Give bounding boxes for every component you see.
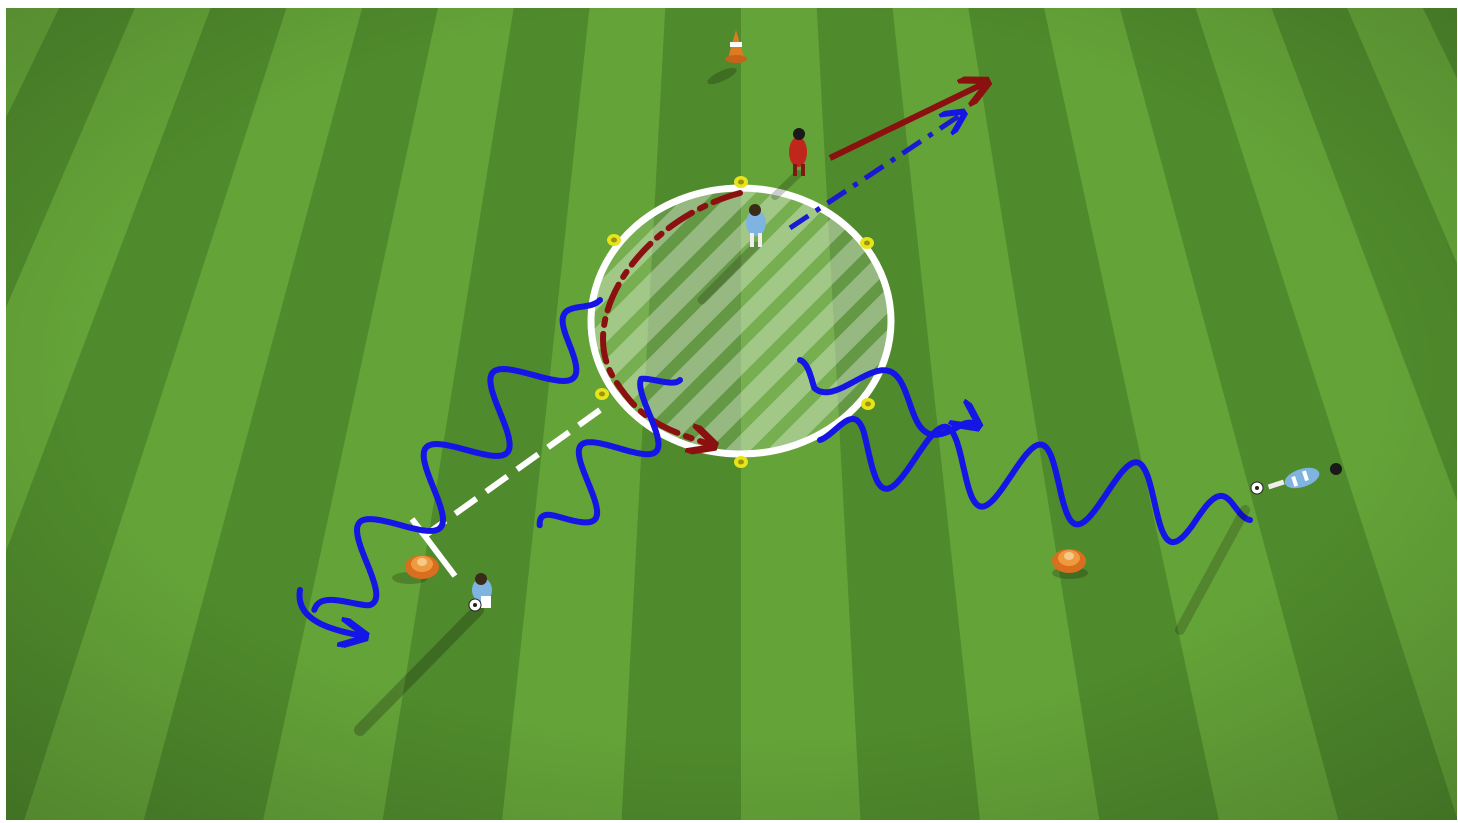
hatch-band [591, 188, 891, 454]
hatch-band [591, 188, 891, 454]
cone-right [1052, 549, 1088, 579]
grass [6, 8, 1457, 820]
dribble-left-arrow [296, 587, 363, 636]
hatch-band [591, 188, 891, 454]
hatch-band [591, 188, 891, 454]
attacker-center [697, 204, 766, 305]
hatch-band [600, 188, 891, 454]
dribble-paths [296, 297, 1253, 636]
attacker-pass-arrow [788, 114, 962, 231]
defender-run-path [600, 83, 985, 445]
marker-right [861, 398, 875, 410]
soccer-ball-icon [468, 598, 482, 612]
dribble-exit-right [797, 357, 976, 438]
hatch-band [591, 188, 891, 454]
zone-hatching [591, 188, 891, 454]
cone-left [392, 555, 439, 584]
marker-top-right [860, 237, 874, 249]
marker-top [734, 176, 748, 188]
attacker-right [1175, 463, 1342, 635]
dribble-right [817, 416, 1253, 546]
soccer-ball-icon [1250, 481, 1264, 495]
defender-top [771, 128, 807, 200]
attacker-left [354, 573, 492, 736]
dribble-left-outer [311, 297, 603, 613]
cone-top [707, 30, 747, 85]
hatch-band [591, 188, 882, 454]
zone-circle [587, 184, 895, 458]
dribble-left-inner [536, 375, 683, 529]
markers [595, 176, 875, 468]
marker-left [595, 388, 609, 400]
marker-top-left [607, 234, 621, 246]
marker-bottom [734, 456, 748, 468]
defender-sprint-arrow [828, 83, 985, 161]
